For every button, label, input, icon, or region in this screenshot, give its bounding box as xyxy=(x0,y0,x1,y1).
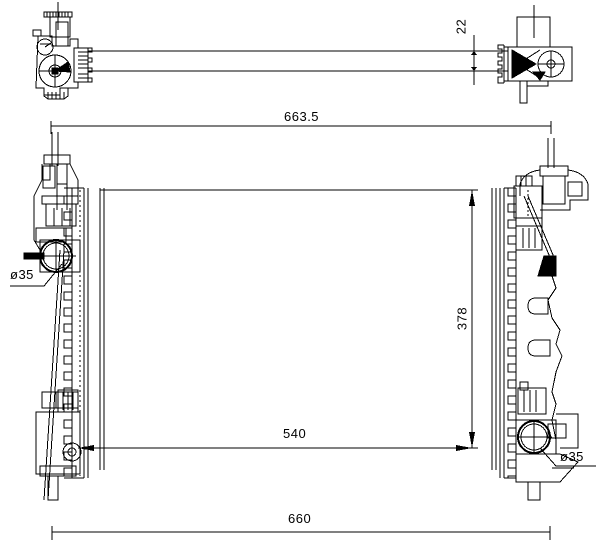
dimension-core-depth-22 xyxy=(471,35,477,85)
dimension-label-660: 660 xyxy=(288,511,312,526)
dimension-overall-width-663-5 xyxy=(50,121,552,134)
front-view-core xyxy=(99,188,497,470)
dimension-label-22: 22 xyxy=(453,18,469,35)
front-view-left-lower-fitting xyxy=(35,389,82,501)
front-view-right-upper-fitting xyxy=(513,138,589,441)
dimension-core-width-540 xyxy=(78,445,472,451)
dimension-label-540: 540 xyxy=(283,426,307,441)
top-view-core-slab xyxy=(88,50,508,72)
top-view-left-tank xyxy=(32,2,93,100)
dimension-label-diameter-35-left: ø35 xyxy=(10,267,34,282)
dimension-label-diameter-35-right: ø35 xyxy=(560,449,584,464)
leader-left-diameter-35 xyxy=(10,263,63,287)
dimension-label-378: 378 xyxy=(454,306,470,331)
top-view-right-tank xyxy=(497,5,573,104)
front-view-right-tank xyxy=(499,187,517,479)
front-view-left-tank xyxy=(63,187,89,479)
leader-right-diameter-35 xyxy=(539,447,596,467)
front-view-right-lower-fitting xyxy=(515,381,579,501)
dimension-overall-width-660 xyxy=(51,526,551,540)
dimension-label-663-5: 663.5 xyxy=(284,109,320,124)
front-view-group xyxy=(23,132,589,501)
dimension-core-height-378 xyxy=(100,189,478,449)
top-view-group xyxy=(32,2,573,104)
